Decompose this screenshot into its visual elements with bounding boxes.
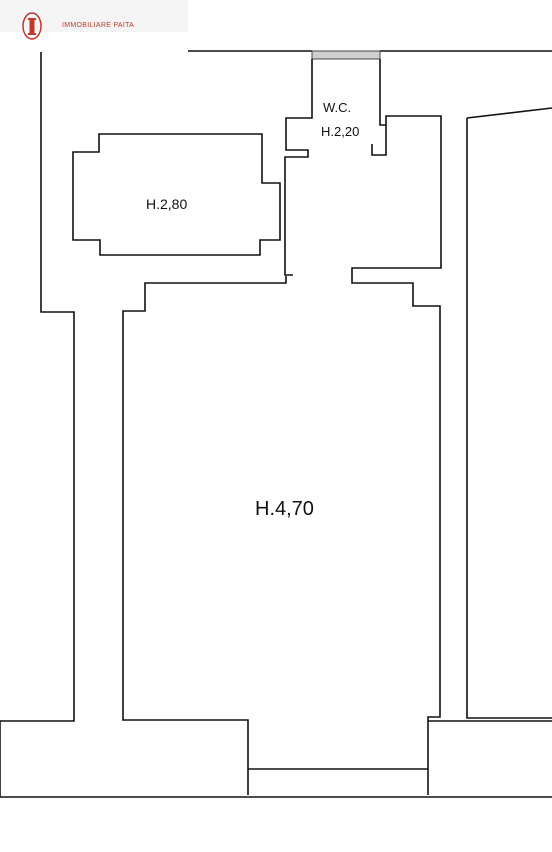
wc-outline-right — [351, 59, 442, 276]
wc-window — [311, 50, 381, 60]
main-room-outline — [122, 276, 287, 795]
right-neighbour-wall — [466, 107, 552, 119]
room-small-outline — [72, 133, 281, 256]
wc-right-jamb — [371, 125, 387, 156]
main-room-height-label: H.4,70 — [255, 498, 314, 520]
logo-brand-text: IMMOBILIARE PAITA — [62, 22, 135, 29]
right-neighbour-wall-vertical — [466, 118, 552, 719]
left-outer-wall — [0, 52, 75, 722]
wc-height-label: H.2,20 — [321, 124, 360, 139]
column-logo-icon — [22, 12, 42, 40]
logo-bar: IMMOBILIARE PAITA — [0, 0, 188, 40]
room-height-label: H.2,80 — [146, 196, 188, 212]
wc-outline — [284, 59, 313, 276]
main-room-outline-right — [351, 276, 441, 795]
wc-name-label: W.C. — [323, 100, 352, 115]
